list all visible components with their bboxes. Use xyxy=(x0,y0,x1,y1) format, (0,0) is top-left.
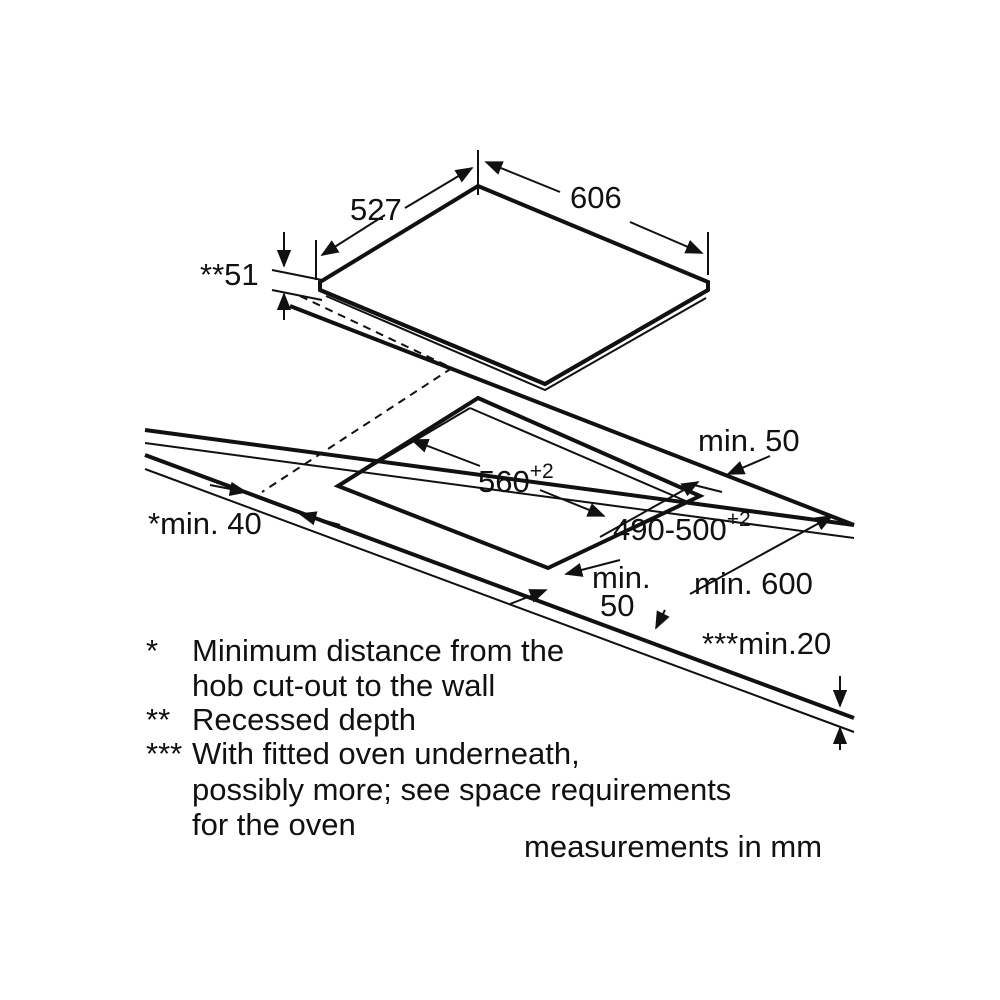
note-2-line-1: Recessed depth xyxy=(192,702,416,737)
label-hob-width: 606 xyxy=(570,180,622,215)
label-min-front-1: min. xyxy=(592,560,651,595)
note-1-line-2: hob cut-out to the wall xyxy=(192,668,495,703)
note-mark-3: *** xyxy=(146,736,182,771)
label-min-wall: *min. 40 xyxy=(148,506,262,541)
hob-glass-top xyxy=(318,183,710,392)
projection-lines xyxy=(261,295,453,493)
footnotes: * Minimum distance from the hob cut-out … xyxy=(146,633,731,842)
note-mark-1: * xyxy=(146,633,158,668)
label-min-worktop: min. 600 xyxy=(694,566,813,601)
note-3-line-1: With fitted oven underneath, xyxy=(192,736,580,771)
cutout-opening xyxy=(333,395,705,571)
worktop xyxy=(144,304,855,733)
label-recessed-depth: **51 xyxy=(200,257,259,292)
note-3-line-3: for the oven xyxy=(192,807,356,842)
label-hob-depth: 527 xyxy=(350,192,402,227)
dimension-lines xyxy=(209,150,848,750)
note-3-line-2: possibly more; see space requirements xyxy=(192,772,731,807)
label-cutout-depth: 490-500+2 xyxy=(613,508,751,547)
label-cutout-width: 560+2 xyxy=(478,460,554,499)
note-1-line-1: Minimum distance from the xyxy=(192,633,564,668)
units-note: measurements in mm xyxy=(524,829,822,864)
label-min-back: min. 50 xyxy=(698,423,800,458)
label-min-thickness: ***min.20 xyxy=(702,626,831,661)
label-min-front-2: 50 xyxy=(600,588,634,623)
note-mark-2: ** xyxy=(146,702,170,737)
